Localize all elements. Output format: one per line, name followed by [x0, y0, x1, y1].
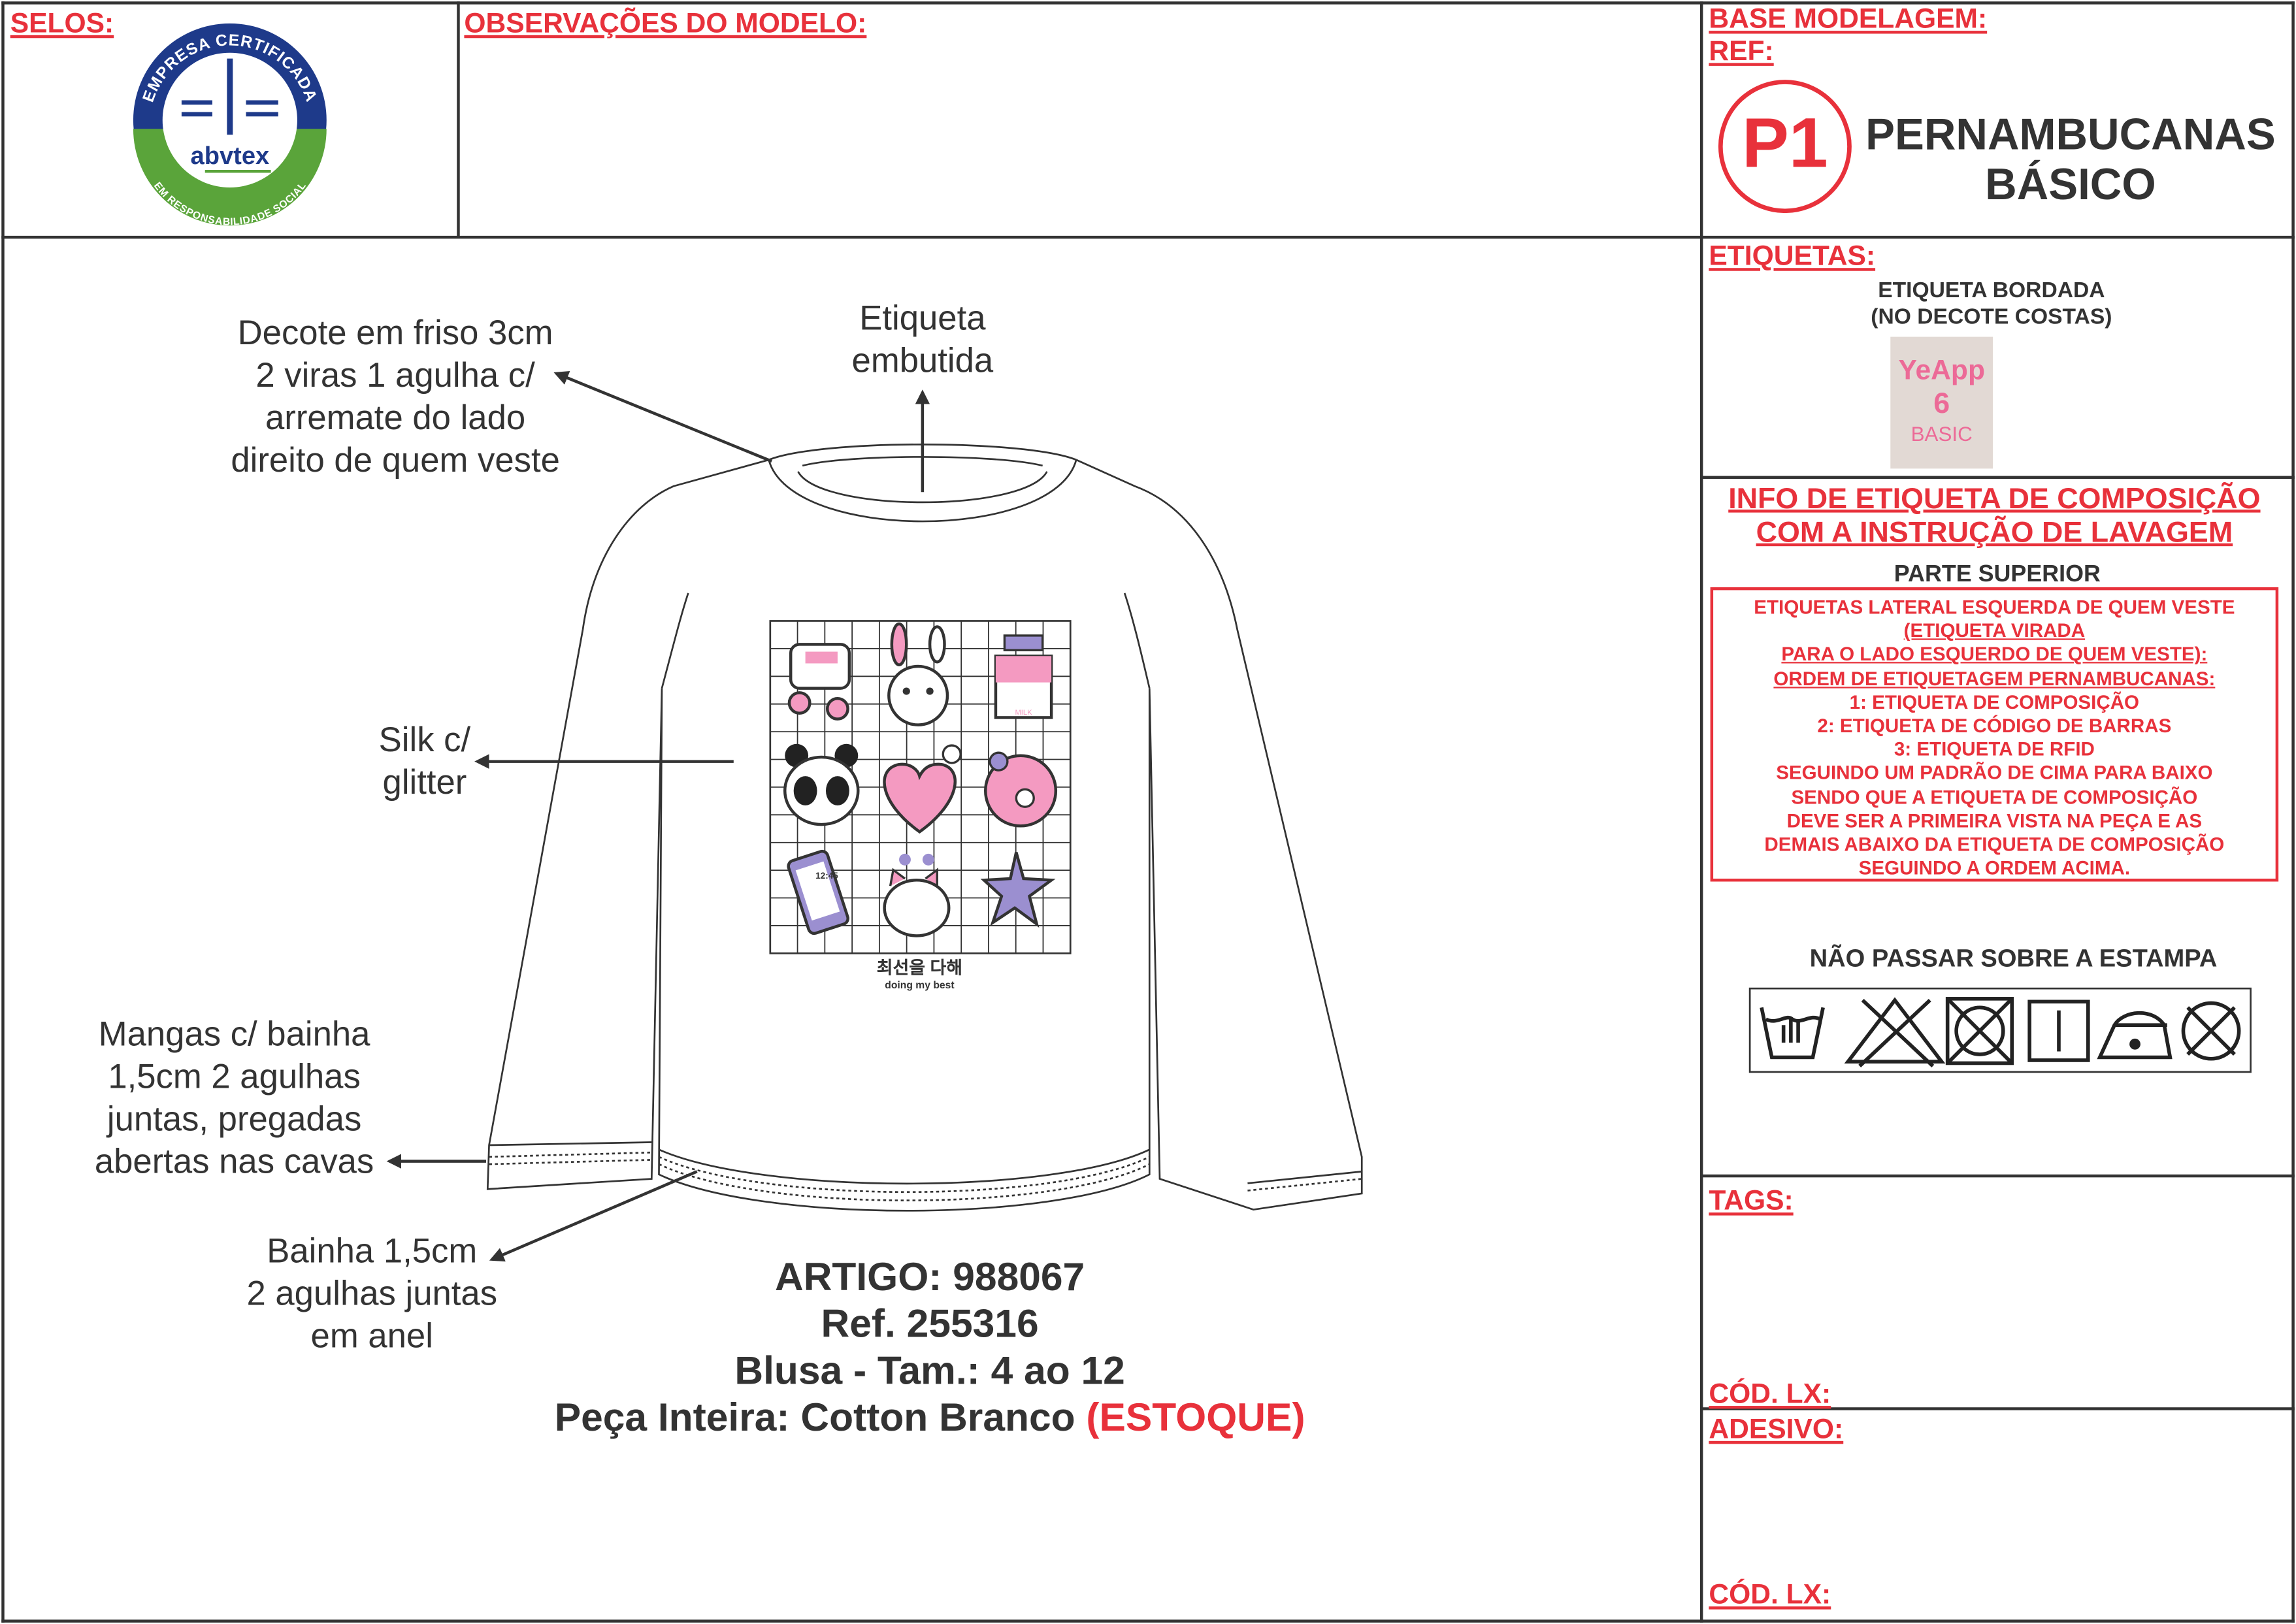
callout-line: Bainha 1,5cm	[267, 1231, 478, 1270]
artigo-ref: Ref. 255316	[821, 1301, 1039, 1346]
instruction-line: SEGUINDO A ORDEM ACIMA.	[1858, 856, 2131, 879]
callout-line: glitter	[382, 762, 467, 802]
parte-superior-label: PARTE SUPERIOR	[1894, 562, 2101, 587]
hand-wash-icon	[1760, 1007, 1825, 1060]
tag-line: BASIC	[1911, 421, 1973, 446]
base-modelagem-label: BASE MODELAGEM:	[1709, 4, 1988, 35]
p1-badge-text: P1	[1742, 105, 1828, 184]
etiqueta-line1: ETIQUETA BORDADA	[1878, 278, 2105, 304]
artigo-number: ARTIGO: 988067	[774, 1255, 1085, 1299]
border-bottom	[1, 1619, 2295, 1623]
etiquetas-label: ETIQUETAS:	[1709, 241, 1876, 272]
instruction-line: 3: ETIQUETA DE RFID	[1894, 738, 2095, 760]
woven-label-image: YeApp 6 BASIC	[1890, 336, 1993, 469]
callout-decote: Decote em friso 3cm 2 viras 1 agulha c/ …	[231, 312, 560, 481]
callout-line: arremate do lado	[265, 398, 526, 437]
callout-mangas: Mangas c/ bainha 1,5cm 2 agulhas juntas,…	[95, 1013, 374, 1183]
fabric-text: Peça Inteira: Cotton Branco	[554, 1395, 1087, 1440]
artigo-product: Blusa - Tam.: 4 ao 12	[734, 1348, 1125, 1393]
divider-header	[1, 235, 2295, 239]
svg-text:12:45: 12:45	[815, 871, 838, 881]
print-english-text: doing my best	[885, 981, 955, 992]
brand-line1: PERNAMBUCANAS	[1865, 111, 2276, 160]
instruction-line: SENDO QUE A ETIQUETA DE COMPOSIÇÃO	[1791, 785, 2198, 808]
callout-line: juntas, pregadas	[107, 1099, 362, 1138]
instruction-line: ETIQUETAS LATERAL ESQUERDA DE QUEM VESTE	[1754, 596, 2235, 618]
instruction-line: SEGUINDO UM PADRÃO DE CIMA PARA BAIXO	[1776, 762, 2213, 785]
etiqueta-line2: (NO DECOTE COSTAS)	[1871, 304, 2112, 330]
divider-info	[1701, 476, 2295, 479]
callout-line: embutida	[851, 341, 994, 380]
arrow-decote	[553, 371, 772, 463]
instruction-line: 2: ETIQUETA DE CÓDIGO DE BARRAS	[1817, 714, 2172, 737]
info-title2: COM A INSTRUÇÃO DE LAVAGEM	[1756, 517, 2233, 549]
callout-line: Etiqueta	[859, 299, 986, 337]
no-tumble-dry-icon	[1945, 997, 2014, 1065]
callout-line: 1,5cm 2 agulhas	[108, 1057, 361, 1096]
labeling-instructions-box: ETIQUETAS LATERAL ESQUERDA DE QUEM VESTE…	[1710, 587, 2279, 882]
info-title1: INFO DE ETIQUETA DE COMPOSIÇÃO	[1728, 483, 2261, 516]
svg-text:abvtex: abvtex	[191, 142, 270, 170]
callout-line: 2 agulhas juntas	[246, 1274, 498, 1312]
print-korean-text: 최선을 다해	[876, 958, 963, 979]
instruction-line: (ETIQUETA VIRADA	[1903, 619, 2086, 642]
callout-line: direito de quem veste	[231, 440, 560, 479]
callout-line: em anel	[310, 1316, 433, 1355]
tags-label: TAGS:	[1709, 1186, 1794, 1217]
ref-label: REF:	[1709, 37, 1774, 68]
artigo-fabric: Peça Inteira: Cotton Branco (ESTOQUE)	[555, 1394, 1305, 1441]
care-warning: NÃO PASSAR SOBRE A ESTAMPA	[1809, 944, 2218, 973]
border-right	[2291, 1, 2295, 1623]
instruction-line: PARA O LADO ESQUERDO DE QUEM VESTE):	[1781, 643, 2208, 666]
silk-print-artwork: MILK 12:45	[769, 620, 1072, 954]
instruction-line: 1: ETIQUETA DE COMPOSIÇÃO	[1849, 690, 2140, 713]
instruction-line: DEMAIS ABAIXO DA ETIQUETA DE COMPOSIÇÃO	[1764, 833, 2225, 856]
no-dry-clean-icon	[2181, 1001, 2241, 1061]
line-dry-icon	[2027, 999, 2090, 1062]
artigo-info: ARTIGO: 988067 Ref. 255316 Blusa - Tam.:…	[555, 1254, 1305, 1441]
instruction-line: ORDEM DE ETIQUETAGEM PERNAMBUCANAS:	[1773, 667, 2216, 689]
arrow-bainha	[489, 1170, 698, 1262]
callout-etiqueta: Etiqueta embutida	[852, 297, 994, 382]
divider-tags	[1701, 1174, 2295, 1178]
border-top	[1, 1, 2295, 5]
tag-brand: YeApp	[1898, 355, 1985, 387]
callout-line: abertas nas cavas	[94, 1142, 374, 1180]
callout-line: Decote em friso 3cm	[237, 313, 553, 352]
brand-line2: BÁSICO	[1985, 161, 2156, 210]
callout-silk: Silk c/ glitter	[379, 719, 470, 804]
instruction-line: DEVE SER A PRIMEIRA VISTA NA PEÇA E AS	[1786, 809, 2203, 832]
observacoes-label: OBSERVAÇÕES DO MODELO:	[464, 8, 867, 40]
callout-line: Mangas c/ bainha	[98, 1015, 370, 1053]
tags-cod-lx: CÓD. LX:	[1709, 1379, 1831, 1410]
tag-size: 6	[1933, 388, 1950, 421]
stock-highlight: (ESTOQUE)	[1086, 1395, 1305, 1440]
divider-right-column	[1699, 1, 1703, 1623]
border-left	[1, 1, 5, 1623]
callout-bainha: Bainha 1,5cm 2 agulhas juntas em anel	[246, 1230, 497, 1357]
callout-line: Silk c/	[378, 720, 471, 759]
selos-label: SELOS:	[10, 8, 114, 40]
no-bleach-icon	[1844, 997, 1946, 1068]
svg-text:MILK: MILK	[1015, 709, 1032, 717]
adesivo-cod-lx: CÓD. LX:	[1709, 1580, 1831, 1611]
callout-line: 2 viras 1 agulha c/	[255, 355, 535, 395]
iron-low-icon	[2097, 1011, 2173, 1060]
divider-selos	[457, 1, 460, 238]
divider-adesivo	[1701, 1407, 2295, 1410]
adesivo-label: ADESIVO:	[1709, 1414, 1844, 1446]
